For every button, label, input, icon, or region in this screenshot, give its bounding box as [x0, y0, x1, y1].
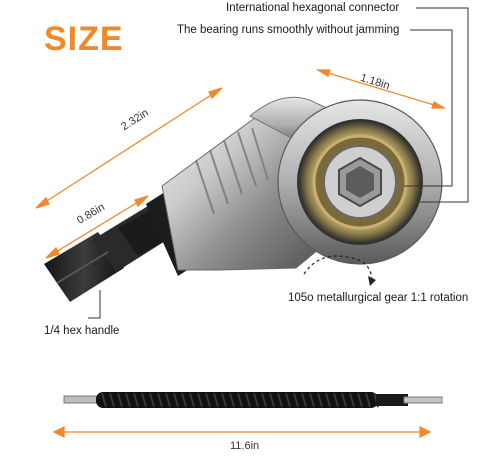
coil-segment — [365, 392, 371, 408]
coil-segment — [125, 392, 131, 408]
coil-segment — [149, 392, 155, 408]
coil-segment — [309, 392, 315, 408]
leader-lines — [88, 7, 469, 319]
coil-segment — [197, 392, 203, 408]
dimension-arrow-shank — [45, 195, 149, 259]
coil-segment — [165, 392, 171, 408]
dimension-arrow-flex — [52, 425, 432, 439]
coil-segment — [213, 392, 219, 408]
coil-segment — [285, 392, 291, 408]
dim-flex-length: 11.6in — [230, 440, 260, 452]
coil-segment — [141, 392, 147, 408]
coil-segment — [157, 392, 163, 408]
coil-segment — [205, 392, 211, 408]
coil-segment — [317, 392, 323, 408]
coil-segment — [269, 392, 275, 408]
coil-segment — [221, 392, 227, 408]
coil-segment — [109, 392, 115, 408]
coil-segment — [133, 392, 139, 408]
rotation-arc — [303, 255, 376, 286]
label-bearing: The bearing runs smoothly without jammin… — [177, 24, 400, 36]
coil-segment — [253, 392, 259, 408]
coil-segment — [229, 392, 235, 408]
label-hex-handle: 1/4 hex handle — [44, 325, 120, 337]
coil-segment — [277, 392, 283, 408]
coil-segment — [301, 392, 307, 408]
dimension-arrow-total — [35, 87, 223, 209]
coil-segment — [189, 392, 195, 408]
coil-segment — [101, 392, 107, 408]
label-gear-rotation: 105o metallurgical gear 1:1 rotation — [288, 292, 469, 304]
dimension-arrow-head — [315, 69, 447, 109]
label-hex-connector: International hexagonal connector — [226, 2, 400, 14]
coil-segment — [357, 392, 363, 408]
coil-segment — [261, 392, 267, 408]
size-heading: SIZE — [44, 20, 124, 58]
coil-segment — [181, 392, 187, 408]
coil-segment — [293, 392, 299, 408]
flexible-shaft — [63, 392, 443, 408]
coil-segment — [237, 392, 243, 408]
coil-segment — [325, 392, 331, 408]
coil-segment — [245, 392, 251, 408]
head-housing — [277, 99, 443, 265]
coil-segment — [117, 392, 123, 408]
coil-segment — [333, 392, 339, 408]
coil-segment — [349, 392, 355, 408]
coil-segment — [341, 392, 347, 408]
coil-segment — [173, 392, 179, 408]
